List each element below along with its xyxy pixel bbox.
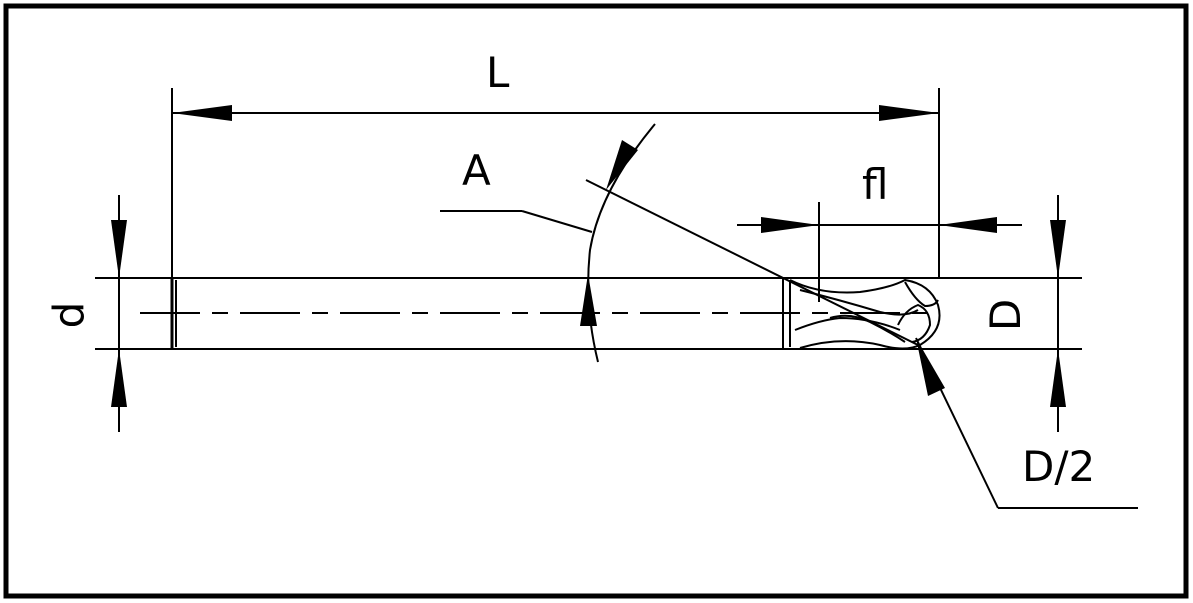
shank-diameter-label: d: [44, 301, 94, 329]
ball-nose-outline: [789, 278, 941, 350]
D-arrow-top: [1050, 220, 1066, 278]
ball-radius-label: D/2: [1022, 442, 1096, 491]
L-arrow-left: [172, 105, 232, 121]
A-arrow-top: [606, 140, 638, 190]
A-leader-slant: [521, 210, 593, 233]
flute-lower: [794, 316, 901, 331]
flute-upper: [799, 289, 919, 316]
cutting-edge-2: [897, 303, 932, 343]
overall-length-label: L: [486, 48, 510, 97]
point-angle-label: A: [462, 146, 491, 195]
d-arrow-bottom: [111, 349, 127, 407]
A-taper-line: [585, 179, 921, 347]
D2-arrow: [916, 338, 945, 396]
A-arrow-bottom: [580, 274, 597, 326]
d-arrow-top: [111, 220, 127, 278]
flute-length-label: fl: [862, 160, 889, 209]
D-arrow-bottom: [1050, 349, 1066, 407]
fl-arrow-right: [939, 217, 997, 233]
L-arrow-right: [879, 105, 939, 121]
fl-arrow-left: [761, 217, 819, 233]
cutting-edge-1: [904, 281, 939, 308]
drawing-frame: [3, 3, 1189, 599]
cutting-diameter-label: D: [981, 298, 1031, 332]
cutting-edge-3: [829, 314, 906, 343]
